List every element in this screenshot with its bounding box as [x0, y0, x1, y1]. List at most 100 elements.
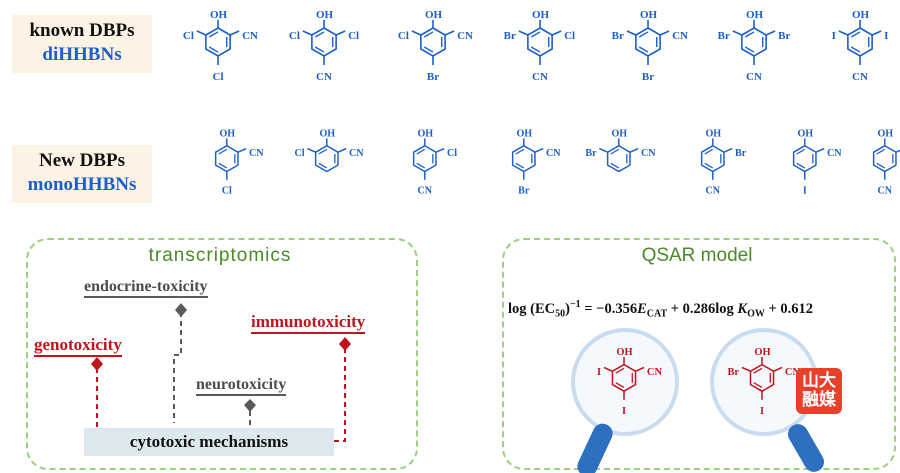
known-mol-3-o2-bond	[444, 30, 455, 36]
new-mol-2-o1-label: Cl	[294, 148, 304, 159]
new-mol-3-double-bond-1	[416, 162, 426, 169]
known-mol-3-o1-bond	[411, 30, 422, 36]
new-mol-4-double-bond-2	[515, 148, 525, 155]
known-mol-6-p-label: CN	[746, 71, 762, 83]
qsar-mol-2-double-bond-2	[753, 367, 763, 374]
new-mol-8-oh-label: OH	[877, 129, 893, 140]
known-mol-6-o1-bond	[732, 30, 743, 36]
known-mol-1-o1-label: Cl	[183, 30, 194, 42]
known-mol-3-o1-label: Cl	[398, 30, 409, 42]
known-mol-2-o2-label: Cl	[348, 30, 359, 42]
qsar-mol-1-o1-label: I	[597, 367, 601, 378]
known-mol-6-double-bond-1	[744, 46, 755, 53]
immunotoxicity-diamond	[339, 337, 351, 351]
known-mol-4-double-bond-1	[530, 46, 541, 53]
known-mol-7-o1-label: I	[832, 30, 836, 42]
logo-char-2: 大	[819, 371, 836, 391]
qsar-mol-2-p-label: I	[760, 406, 764, 417]
new-mol-2-o2-label: CN	[349, 148, 364, 159]
qsar-mol-2-oh-label: OH	[754, 347, 770, 358]
new-mol-7-double-bond-1	[796, 162, 806, 169]
known-mol-5-o2-bond	[659, 30, 670, 36]
known-mol-5-o1-label: Br	[612, 30, 624, 42]
genotoxicity-label: genotoxicity	[34, 335, 122, 357]
new-mol-3-oh-label: OH	[417, 129, 433, 140]
known-mol-3-double-bond-1	[423, 46, 434, 53]
new-mol-5-ring	[606, 144, 631, 173]
known-mol-4-o2-bond	[551, 30, 562, 36]
known-mol-3-oh-label: OH	[425, 9, 443, 21]
new-mol-4-o2-bond	[534, 147, 544, 153]
new-mol-8-double-bond-2	[876, 148, 886, 155]
eq-part2: + 0.286log	[667, 300, 738, 317]
qsar-mol-1-double-bond-1	[615, 382, 625, 389]
known-mol-5-oh-label: OH	[640, 9, 658, 21]
immunotoxicity-label: immunotoxicity	[251, 312, 366, 334]
known-mol-2-o1-label: Cl	[289, 30, 300, 42]
known-mol-2-double-bond-2	[314, 31, 325, 38]
known-mol-5-double-bond-1	[638, 46, 649, 53]
eq-sub-50: 50	[555, 308, 566, 320]
known-mol-1-oh-label: OH	[210, 9, 228, 21]
eq-sub-ow: OW	[747, 308, 765, 320]
new-mol-4-oh-label: OH	[516, 129, 532, 140]
qsar-mol-2-o1-bond	[741, 366, 751, 372]
new-mol-3-double-bond-2	[416, 148, 426, 155]
endocrine-diamond	[175, 303, 187, 317]
new-mol-6-double-bond-2	[704, 148, 714, 155]
qsar-mol-2-o1-label: Br	[727, 367, 739, 378]
qsar-mol-2-double-bond-1	[753, 382, 763, 389]
known-mol-1-o1-bond	[196, 30, 207, 36]
qsar-mol-1-p-label: I	[622, 406, 626, 417]
known-mol-2-oh-label: OH	[316, 9, 334, 21]
new-mol-5-o1-bond	[599, 147, 608, 153]
known-mol-1-double-bond-2	[208, 31, 219, 38]
known-mol-5-structure: OH Br CN Br	[612, 9, 688, 83]
magnifier-left	[571, 328, 679, 473]
neurotoxicity-diamond	[244, 399, 256, 412]
immunotoxicity-connector	[333, 348, 346, 442]
known-mol-2-o1-bond	[302, 30, 313, 36]
eq-part1: = −0.356	[580, 300, 638, 317]
known-mol-4-o1-bond	[518, 30, 529, 36]
known-mol-5-p-label: Br	[642, 71, 654, 83]
new-mol-5-double-bond-2	[610, 148, 620, 155]
eq-K: K	[737, 300, 748, 317]
known-mol-6-o2-bond	[765, 30, 776, 36]
new-mol-8-double-bond-1	[876, 162, 886, 169]
known-mol-4-oh-label: OH	[532, 9, 550, 21]
known-mol-1-o2-label: CN	[242, 30, 258, 42]
known-mol-1-o2-bond	[229, 30, 240, 36]
magnifier-right-handle	[788, 424, 824, 472]
new-mol-4-o2-label: CN	[546, 148, 561, 159]
eq-sup: −1	[569, 299, 581, 310]
eq-part3: + 0.612	[764, 300, 814, 317]
new-mol-8-p-label: CN	[877, 186, 892, 197]
new-mol-7-o2-bond	[815, 147, 825, 153]
new-mol-7-o2-label: CN	[827, 148, 842, 159]
media-watermark-logo: 山大 融媒	[796, 368, 842, 414]
new-mol-2-o1-bond	[307, 147, 316, 153]
endocrine-toxicity-label: endocrine-toxicity	[84, 278, 208, 298]
new-mol-1-p-label: Cl	[222, 186, 232, 197]
new-mol-3-p-label: CN	[417, 186, 432, 197]
logo-char-3: 融	[802, 390, 819, 410]
new-mol-5-oh-label: OH	[611, 129, 627, 140]
new-dbps-class: monoHHBNs	[27, 173, 137, 195]
known-mol-5-o2-label: CN	[672, 30, 688, 42]
new-mol-5-double-bond-1	[610, 162, 620, 169]
known-mol-7-o2-label: I	[884, 30, 888, 42]
magnifier-left-lens	[571, 328, 679, 436]
known-mol-4-o1-label: Br	[504, 30, 516, 42]
new-mol-1-o2-label: CN	[249, 148, 264, 159]
new-mol-6-oh-label: OH	[705, 129, 721, 140]
qsar-mol-1-oh-label: OH	[616, 347, 632, 358]
